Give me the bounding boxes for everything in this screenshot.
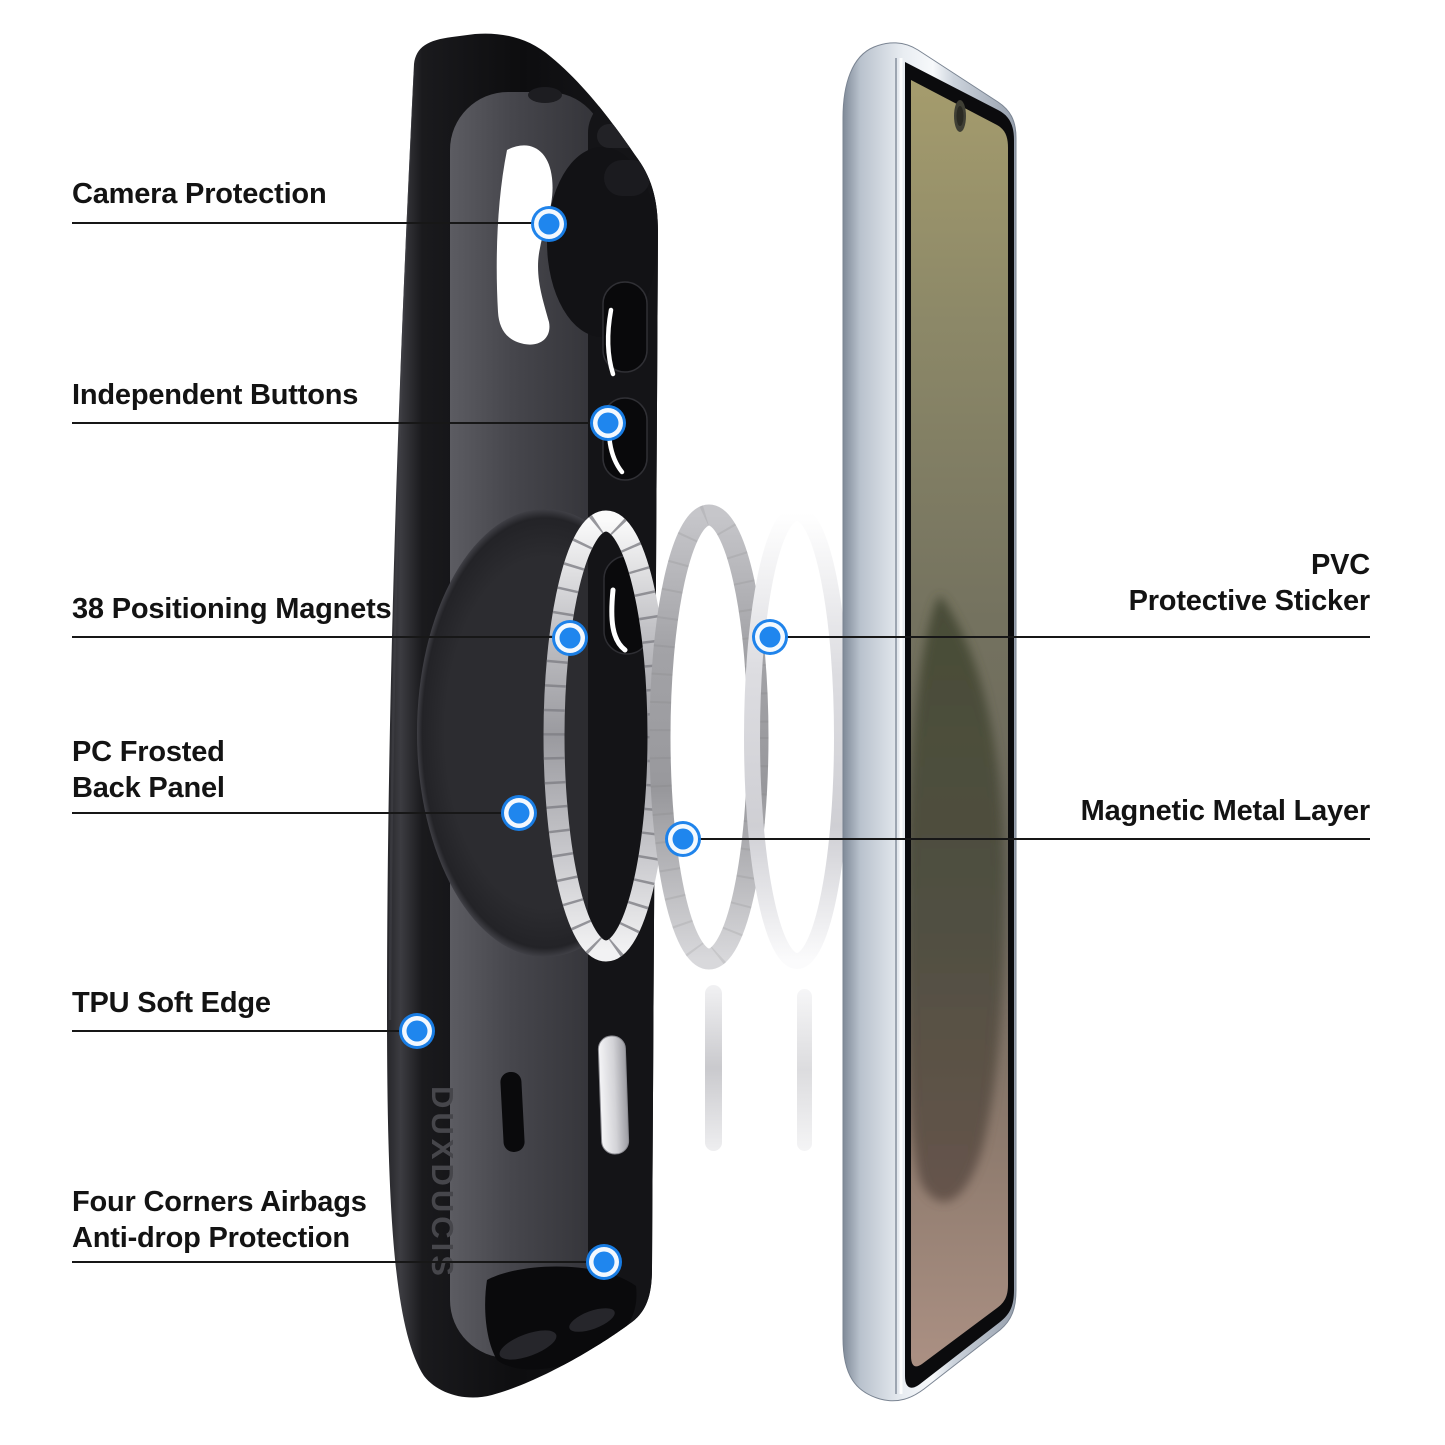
case-power-highlight bbox=[609, 587, 628, 653]
callout-four-corners-airbags-line bbox=[72, 1261, 604, 1263]
callout-four-corners-airbags-dot bbox=[593, 1251, 615, 1273]
callout-magnetic-metal-layer-dot bbox=[672, 828, 694, 850]
callout-frosted-back-panel-line2: Back Panel bbox=[72, 772, 225, 804]
case-camera-opening bbox=[496, 145, 553, 345]
case-top-button-1 bbox=[597, 124, 647, 148]
callout-independent-buttons: Independent Buttons bbox=[72, 377, 358, 413]
callout-camera-protection-dot bbox=[538, 213, 560, 235]
callout-four-corners-airbags: Four Corners Airbags Anti-drop Protectio… bbox=[72, 1184, 367, 1256]
callout-tpu-soft-edge-line bbox=[72, 1030, 417, 1032]
phone bbox=[842, 42, 1017, 1402]
case-button-highlight-1 bbox=[605, 307, 616, 377]
callout-frosted-back-panel-line1: PC Frosted bbox=[72, 736, 225, 768]
callout-magnetic-metal-layer-line bbox=[683, 838, 1370, 840]
callout-pvc-sticker-line2: Protective Sticker bbox=[1128, 585, 1371, 617]
camera-punch-hole-lens bbox=[956, 106, 964, 126]
callout-independent-buttons-label: Independent Buttons bbox=[72, 379, 359, 411]
callout-magnetic-metal-layer-label: Magnetic Metal Layer bbox=[1080, 795, 1371, 827]
callout-tpu-soft-edge-dot bbox=[406, 1020, 428, 1042]
callout-positioning-magnets-line bbox=[72, 636, 570, 638]
brand-text: DUXDUCIS bbox=[425, 1086, 460, 1280]
case-top-notch bbox=[528, 87, 562, 103]
callout-tpu-soft-edge: TPU Soft Edge bbox=[72, 985, 271, 1021]
callout-frosted-back-panel: PC Frosted Back Panel bbox=[72, 734, 225, 806]
callout-pvc-sticker-line bbox=[770, 636, 1370, 638]
wallpaper-dark-shape bbox=[911, 595, 1005, 1202]
callout-frosted-back-panel-dot bbox=[508, 802, 530, 824]
case-bottom-hole-2 bbox=[569, 1308, 615, 1332]
callout-independent-buttons-line bbox=[72, 422, 608, 424]
pvc-sticker-ring bbox=[744, 505, 850, 969]
callout-camera-protection-line bbox=[72, 222, 549, 224]
callout-magnetic-metal-layer: Magnetic Metal Layer bbox=[1080, 793, 1371, 829]
phone-case: DUXDUCIS bbox=[387, 33, 669, 1398]
case-top-button-2 bbox=[604, 160, 650, 196]
callout-independent-buttons-dot bbox=[597, 412, 619, 434]
callout-pvc-sticker: PVC Protective Sticker bbox=[1128, 547, 1371, 619]
floating-strip-1 bbox=[705, 985, 722, 1151]
magnetic-metal-layer-ring bbox=[649, 504, 769, 970]
callout-camera-protection-label: Camera Protection bbox=[72, 178, 327, 210]
callout-pvc-sticker-dot bbox=[759, 626, 781, 648]
case-bottom-hole-1 bbox=[499, 1330, 557, 1360]
callout-pvc-sticker-line1: PVC bbox=[1310, 549, 1370, 581]
callout-positioning-magnets-label: 38 Positioning Magnets bbox=[72, 593, 392, 625]
callout-camera-protection: Camera Protection bbox=[72, 176, 327, 212]
callout-positioning-magnets-dot bbox=[559, 627, 581, 649]
callout-tpu-soft-edge-label: TPU Soft Edge bbox=[72, 987, 271, 1019]
callout-four-corners-airbags-line2: Anti-drop Protection bbox=[72, 1222, 350, 1254]
case-lower-slot bbox=[500, 1071, 525, 1152]
callout-frosted-back-panel-line bbox=[72, 812, 519, 814]
callout-four-corners-airbags-line1: Four Corners Airbags bbox=[72, 1186, 367, 1218]
callout-positioning-magnets: 38 Positioning Magnets bbox=[72, 591, 392, 627]
case-volume-button-up bbox=[602, 281, 648, 373]
case-rail-silver-button bbox=[597, 1035, 630, 1155]
floating-strip-2 bbox=[797, 989, 812, 1151]
